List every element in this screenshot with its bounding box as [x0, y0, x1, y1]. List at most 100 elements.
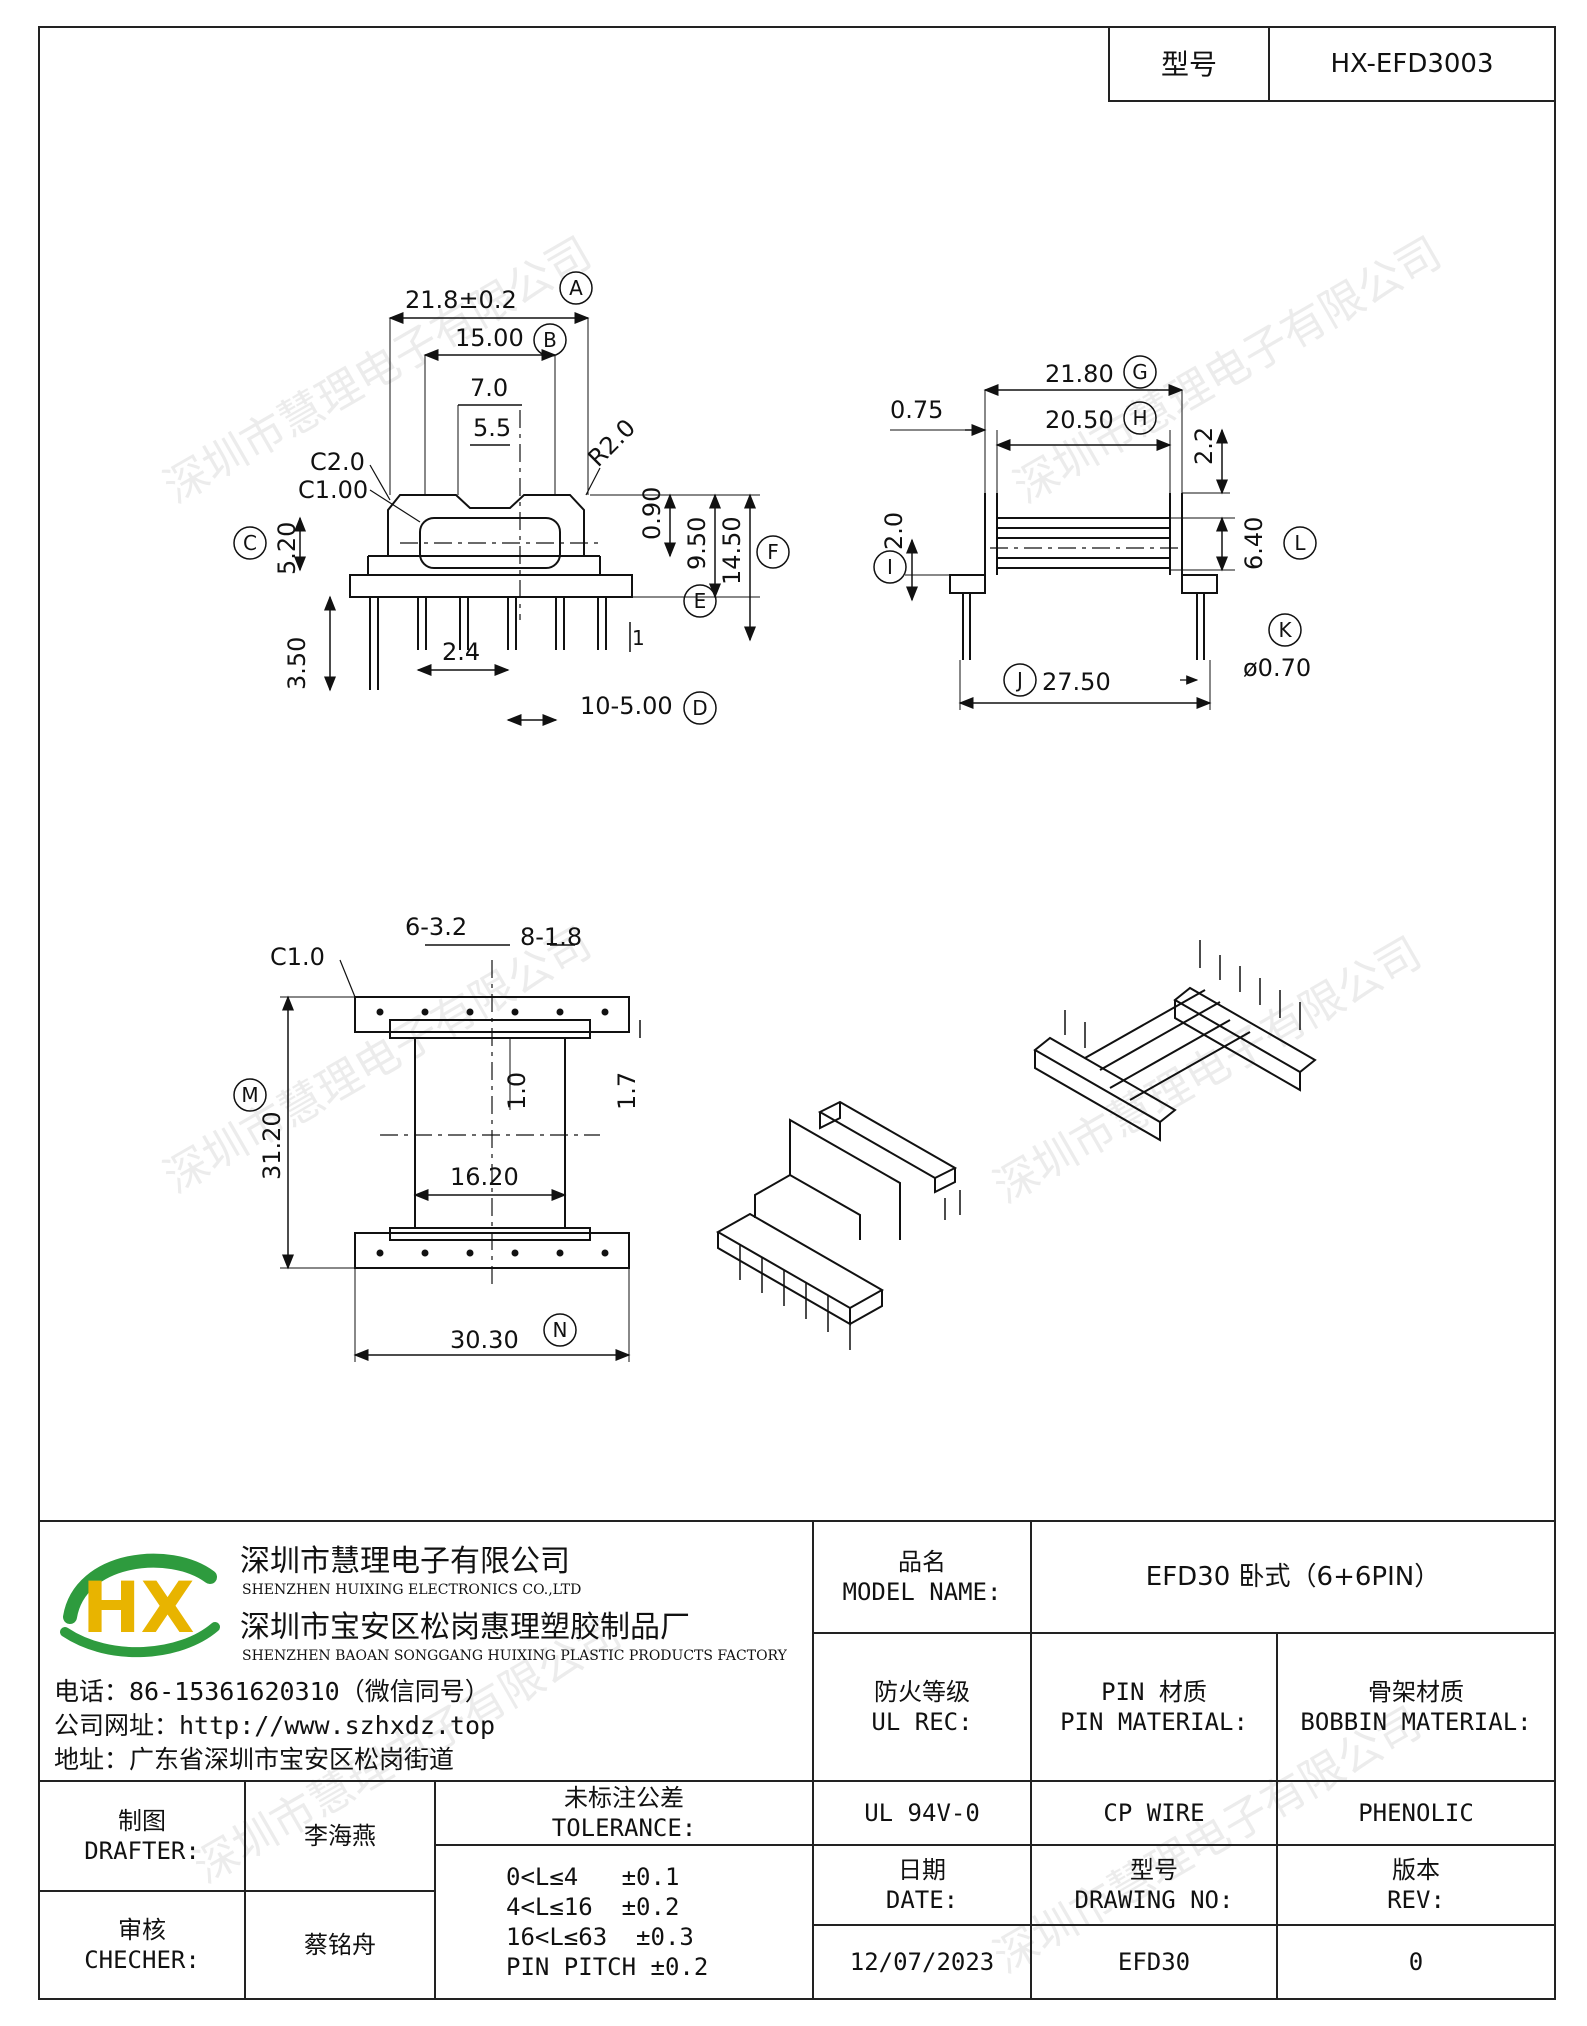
drafter-name-cell: 李海燕: [244, 1780, 436, 1892]
company-name-cn: 深圳市慧理电子有限公司: [240, 1544, 570, 1579]
checker-label-cn: 审核: [118, 1916, 166, 1944]
pin-material-label-cn: PIN 材质: [1101, 1678, 1207, 1706]
tolerance-line: 4<L≤16 ±0.2: [506, 1893, 680, 1921]
drawing-no-label-cell: 型号 DRAWING NO:: [1030, 1844, 1278, 1926]
company-name-en: SHENZHEN HUIXING ELECTRONICS CO.,LTD: [242, 1582, 582, 1598]
dim-14-50: 14.50: [718, 516, 746, 585]
label-j: J: [1015, 668, 1023, 692]
dim-k: ø0.70: [1243, 654, 1311, 682]
drafter-label-cell: 制图 DRAFTER:: [38, 1780, 246, 1892]
dim-h: 20.50: [1045, 406, 1114, 434]
label-e: E: [694, 589, 707, 613]
model-value: HX-EFD3003: [1330, 48, 1494, 79]
dim-6-40: 6.40: [1240, 517, 1268, 570]
drawing-no-value-cell: EFD30: [1030, 1924, 1278, 2000]
date-value-cell: 12/07/2023: [812, 1924, 1032, 2000]
rev-label-cn: 版本: [1392, 1856, 1440, 1884]
dim-0-75: 0.75: [890, 396, 943, 424]
company-logo-icon: HX: [60, 1553, 220, 1658]
dim-m: 31.20: [258, 1111, 286, 1180]
rev-value: 0: [1408, 1948, 1424, 1976]
dim-a: 21.8±0.2: [405, 286, 517, 314]
label-n: N: [553, 1318, 568, 1342]
ul-value: UL 94V-0: [864, 1799, 980, 1827]
pin-material-value-cell: CP WIRE: [1030, 1780, 1278, 1846]
dim-9-50: 9.50: [683, 517, 711, 570]
drafter-label-cn: 制图: [118, 1807, 166, 1835]
label-m: M: [241, 1083, 258, 1107]
company-address: 地址：广东省深圳市宝安区松岗街道: [54, 1745, 455, 1774]
company-block: HX 深圳市慧理电子有限公司 SHENZHEN HUIXING ELECTRON…: [38, 1520, 814, 1782]
dim-1: 1: [632, 626, 645, 650]
top-view: [280, 944, 641, 1362]
logo-text: HX: [82, 1567, 195, 1649]
tolerance-label-cn: 未标注公差: [564, 1784, 684, 1812]
side-view: [890, 384, 1235, 710]
checker-label-en: CHECHER:: [84, 1946, 200, 1974]
dim-8-1-8: 8-1.8: [520, 923, 582, 951]
drafter-name: 李海燕: [304, 1822, 376, 1850]
tolerance-line: 0<L≤4 ±0.1: [506, 1863, 680, 1891]
label-b: B: [543, 328, 557, 352]
dim-1-0: 1.0: [503, 1072, 531, 1110]
label-d: D: [692, 696, 707, 720]
dim-2-0: 2.0: [880, 512, 908, 550]
ul-label-cell: 防火等级 UL REC:: [812, 1632, 1032, 1782]
ul-value-cell: UL 94V-0: [812, 1780, 1032, 1846]
date-label-cell: 日期 DATE:: [812, 1844, 1032, 1926]
tolerance-line: PIN PITCH ±0.2: [506, 1953, 709, 1981]
label-k: K: [1278, 618, 1292, 642]
model-name-label-en: MODEL NAME:: [842, 1578, 1002, 1606]
label-g: G: [1132, 360, 1148, 384]
checker-name-cell: 蔡铭舟: [244, 1890, 436, 2000]
dim-c1-0: C1.0: [270, 943, 325, 971]
pin-material-label-en: PIN MATERIAL:: [1060, 1708, 1248, 1736]
label-a: A: [569, 276, 583, 300]
dim-5-5: 5.5: [473, 414, 511, 442]
drawing-no-label-cn: 型号: [1130, 1856, 1178, 1884]
dim-b: 15.00: [455, 324, 524, 352]
bobbin-material-value-cell: PHENOLIC: [1276, 1780, 1556, 1846]
tolerance-line: 16<L≤63 ±0.3: [506, 1923, 694, 1951]
model-name-label-cell: 品名 MODEL NAME:: [812, 1520, 1032, 1634]
model-name-value: EFD30 卧式（6+6PIN）: [1145, 1561, 1441, 1592]
technical-drawings: 21.8±0.2 15.00 7.0 5.5 C 2.0 C1.00 R2.0 0…: [233, 271, 1317, 1362]
dim-2-2: 2.2: [1190, 427, 1218, 465]
factory-name-en: SHENZHEN BAOAN SONGGANG HUIXING PLASTIC …: [242, 1648, 787, 1664]
label-i: I: [887, 555, 893, 579]
ul-label-en: UL REC:: [871, 1708, 973, 1736]
checker-label-cell: 审核 CHECHER:: [38, 1890, 246, 2000]
dim-7: 7.0: [470, 374, 508, 402]
pin-material-value: CP WIRE: [1103, 1799, 1205, 1827]
dim-2-4: 2.4: [442, 638, 480, 666]
model-name-value-cell: EFD30 卧式（6+6PIN）: [1030, 1520, 1556, 1634]
tolerance-values-cell: 0<L≤4 ±0.1 4<L≤16 ±0.2 16<L≤63 ±0.3 PIN …: [434, 1844, 814, 2000]
label-h: H: [1132, 406, 1147, 430]
pin-material-label-cell: PIN 材质 PIN MATERIAL:: [1030, 1632, 1278, 1782]
dim-g: 21.80: [1045, 360, 1114, 388]
isometric-view-1: [715, 1100, 961, 1350]
dim-n: 30.30: [450, 1326, 519, 1354]
rev-label-cell: 版本 REV:: [1276, 1844, 1556, 1926]
bobbin-material-label-cn: 骨架材质: [1368, 1678, 1464, 1706]
ul-label-cn: 防火等级: [874, 1678, 970, 1706]
drawing-no-value: EFD30: [1117, 1948, 1191, 1976]
bobbin-material-value: PHENOLIC: [1358, 1799, 1474, 1827]
front-view: [294, 312, 760, 726]
label-l: L: [1294, 531, 1306, 555]
dim-c1: C1.00: [298, 476, 368, 504]
date-value: 12/07/2023: [849, 1948, 995, 1976]
dim-6-3-2: 6-3.2: [405, 913, 467, 941]
dim-j: 27.50: [1042, 668, 1111, 696]
drafter-label-en: DRAFTER:: [84, 1837, 200, 1865]
dim-r2: R2.0: [582, 414, 641, 473]
label-c: C: [243, 531, 257, 555]
model-label: 型号: [1160, 47, 1217, 81]
checker-name: 蔡铭舟: [304, 1931, 376, 1959]
company-phone: 电话：86-15361620310（微信同号）: [54, 1677, 490, 1706]
dim-5-20: 5.20: [273, 522, 301, 575]
date-label-cn: 日期: [898, 1856, 946, 1884]
company-website: 公司网址：http://www.szhxdz.top: [54, 1711, 496, 1740]
date-label-en: DATE:: [885, 1886, 959, 1914]
dim-16-20: 16.20: [450, 1163, 519, 1191]
